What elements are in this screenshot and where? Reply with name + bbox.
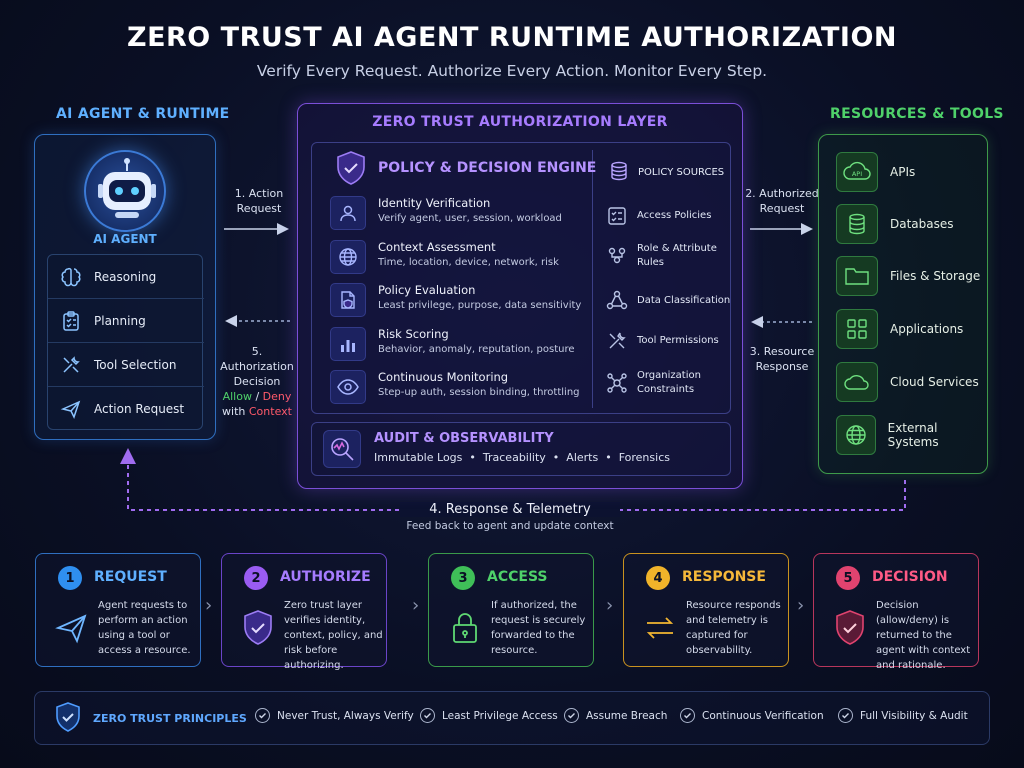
chevron-right-icon: › — [606, 595, 614, 616]
chevron-right-icon: › — [412, 595, 420, 616]
database-icon — [836, 204, 878, 244]
policy-doc-icon — [330, 283, 366, 317]
checklist-icon — [608, 207, 626, 225]
wrench-icon — [609, 332, 626, 349]
principles-bar — [34, 691, 990, 745]
agent-item-label: Reasoning — [94, 269, 157, 284]
page-title: ZERO TRUST AI AGENT RUNTIME AUTHORIZATIO… — [127, 22, 897, 53]
page-subtitle: Verify Every Request. Authorize Every Ac… — [256, 62, 768, 80]
engine-divider — [592, 150, 593, 408]
tools-icon — [48, 354, 94, 376]
step-decision: 5 DECISION Decision (allow/deny) is retu… — [813, 553, 979, 671]
check-circle-icon — [420, 708, 435, 723]
chevron-right-icon: › — [205, 595, 213, 616]
policy-source-org: Organization Constraints — [606, 369, 732, 397]
shield-check-icon — [54, 701, 82, 737]
clipboard-icon — [48, 310, 94, 332]
resource-external: External Systems — [836, 415, 986, 455]
globe-icon — [836, 415, 876, 455]
flow-sublabel-response-telemetry: Feed back to agent and update context — [406, 520, 614, 532]
resource-applications: Applications — [836, 309, 986, 349]
svg-text:API: API — [852, 170, 862, 178]
step-response: 4 RESPONSE Resource responds and telemet… — [623, 553, 789, 667]
globe-icon — [330, 240, 366, 274]
policy-source-roles: Role & Attribute Rules — [606, 242, 732, 270]
lock-icon — [443, 606, 487, 650]
agent-item-label: Planning — [94, 313, 146, 328]
resource-files: Files & Storage — [836, 256, 986, 296]
paper-plane-icon — [48, 398, 94, 420]
resources-heading: RESOURCES & TOOLS — [830, 106, 1004, 122]
step-request: 1 REQUEST Agent requests to perform an a… — [35, 553, 201, 667]
zero-trust-heading: ZERO TRUST AUTHORIZATION LAYER — [372, 114, 668, 130]
flow-label-response-telemetry: 4. Response & Telemetry — [400, 502, 620, 517]
step-authorize: 2 AUTHORIZE Zero trust layer verifies id… — [221, 553, 387, 671]
grid-icon — [836, 309, 878, 349]
user-icon — [330, 196, 366, 230]
eye-icon — [330, 370, 366, 404]
agent-item-label: Tool Selection — [94, 357, 177, 372]
audit-box — [311, 422, 731, 476]
policy-source-access: Access Policies — [606, 205, 732, 227]
policy-source-data: Data Classification — [606, 290, 732, 312]
agent-item-action-request: Action Request — [48, 387, 204, 431]
chevron-right-icon: › — [797, 595, 805, 616]
agent-item-tool-selection: Tool Selection — [48, 343, 204, 387]
resource-apis: API APIs — [836, 152, 986, 192]
principle-item: Continuous Verification — [680, 708, 824, 723]
flow-label-authorization-decision: 5. Authorization Decision Allow / Deny w… — [220, 345, 294, 418]
context-label: Context — [248, 405, 292, 418]
policy-source-tools: Tool Permissions — [606, 330, 732, 352]
network-icon — [606, 290, 628, 310]
users-icon — [608, 247, 626, 264]
audit-title: AUDIT & OBSERVABILITY — [374, 431, 554, 446]
check-circle-icon — [255, 708, 270, 723]
robot-icon — [84, 150, 166, 232]
policy-engine-title: POLICY & DECISION ENGINE — [378, 160, 597, 176]
api-cloud-icon: API — [836, 152, 878, 192]
deny-label: Deny — [262, 390, 292, 403]
folder-icon — [836, 256, 878, 296]
allow-label: Allow — [222, 390, 252, 403]
step-access: 3 ACCESS If authorized, the request is s… — [428, 553, 594, 667]
resource-databases: Databases — [836, 204, 986, 244]
principle-item: Least Privilege Access — [420, 708, 558, 723]
check-circle-icon — [680, 708, 695, 723]
brain-icon — [48, 266, 94, 288]
policy-engine-box — [311, 142, 731, 414]
stack-icon — [608, 160, 630, 185]
principle-item: Assume Breach — [564, 708, 667, 723]
resource-cloud: Cloud Services — [836, 362, 986, 402]
agent-capabilities-list: Reasoning Planning Tool Selection Action… — [47, 254, 204, 431]
magnifier-chart-icon — [323, 430, 361, 468]
agent-item-planning: Planning — [48, 299, 204, 343]
agent-heading: AI AGENT & RUNTIME — [56, 106, 230, 122]
principle-item: Full Visibility & Audit — [838, 708, 968, 723]
check-circle-icon — [838, 708, 853, 723]
audit-items: Immutable Logs•Traceability•Alerts•Foren… — [374, 451, 670, 464]
paper-plane-icon — [50, 606, 94, 650]
cloud-icon — [836, 362, 878, 402]
shield-check-icon — [236, 606, 280, 650]
org-icon — [607, 373, 627, 393]
swap-arrows-icon — [638, 606, 682, 650]
principles-title: ZERO TRUST PRINCIPLES — [93, 712, 247, 725]
shield-check-icon — [334, 150, 368, 190]
agent-label: AI AGENT — [93, 232, 157, 246]
agent-item-reasoning: Reasoning — [48, 255, 204, 299]
check-circle-icon — [564, 708, 579, 723]
agent-item-label: Action Request — [94, 402, 185, 416]
policy-sources-heading: POLICY SOURCES — [608, 160, 732, 185]
shield-check-icon — [828, 606, 872, 650]
principle-item: Never Trust, Always Verify — [255, 708, 414, 723]
bar-chart-icon — [330, 327, 366, 361]
